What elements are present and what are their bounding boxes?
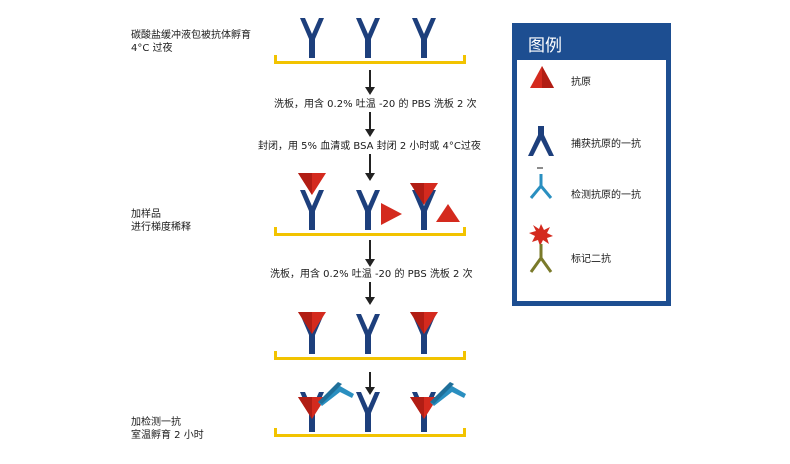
legend-label-detection: 检测抗原的一抗 [571, 190, 641, 201]
legend-label-antigen: 抗原 [571, 77, 591, 88]
note-wash-2: 洗板，用含 0.2% 吐温 -20 的 PBS 洗板 2 次 [270, 269, 473, 280]
legend: 图例 抗原 捕获抗原的一抗 检测抗原的一抗 标记二抗 [512, 23, 671, 306]
legend-title: 图例 [528, 36, 562, 56]
antigen-free [381, 203, 402, 225]
legend-panel: 抗原 捕获抗原的一抗 检测抗原的一抗 标记二抗 [517, 60, 666, 301]
antigen-triangle-icon [530, 66, 554, 88]
note-wash-1: 洗板，用含 0.2% 吐温 -20 的 PBS 洗板 2 次 [274, 99, 477, 110]
plate-1 [274, 18, 466, 64]
note-block: 封闭，用 5% 血清或 BSA 封闭 2 小时或 4°C过夜 [258, 141, 481, 152]
legend-label-secondary: 标记二抗 [571, 254, 611, 265]
flow-arrows [365, 70, 375, 395]
detection-antibody-icon [529, 167, 553, 199]
legend-label-capture: 捕获抗原的一抗 [571, 139, 641, 150]
plate-2 [274, 173, 466, 236]
capture-antibody-icon [528, 126, 554, 156]
step-label-detection: 加检测一抗 室温孵育 2 小时 [131, 417, 204, 441]
antigen-free [436, 204, 460, 222]
labeled-secondary-antibody-icon [529, 224, 553, 273]
step-label-coating: 碳酸盐缓冲液包被抗体孵育 4°C 过夜 [131, 30, 251, 54]
plate-3 [274, 312, 466, 360]
step-label-sample: 加样品 进行梯度稀释 [131, 209, 191, 233]
